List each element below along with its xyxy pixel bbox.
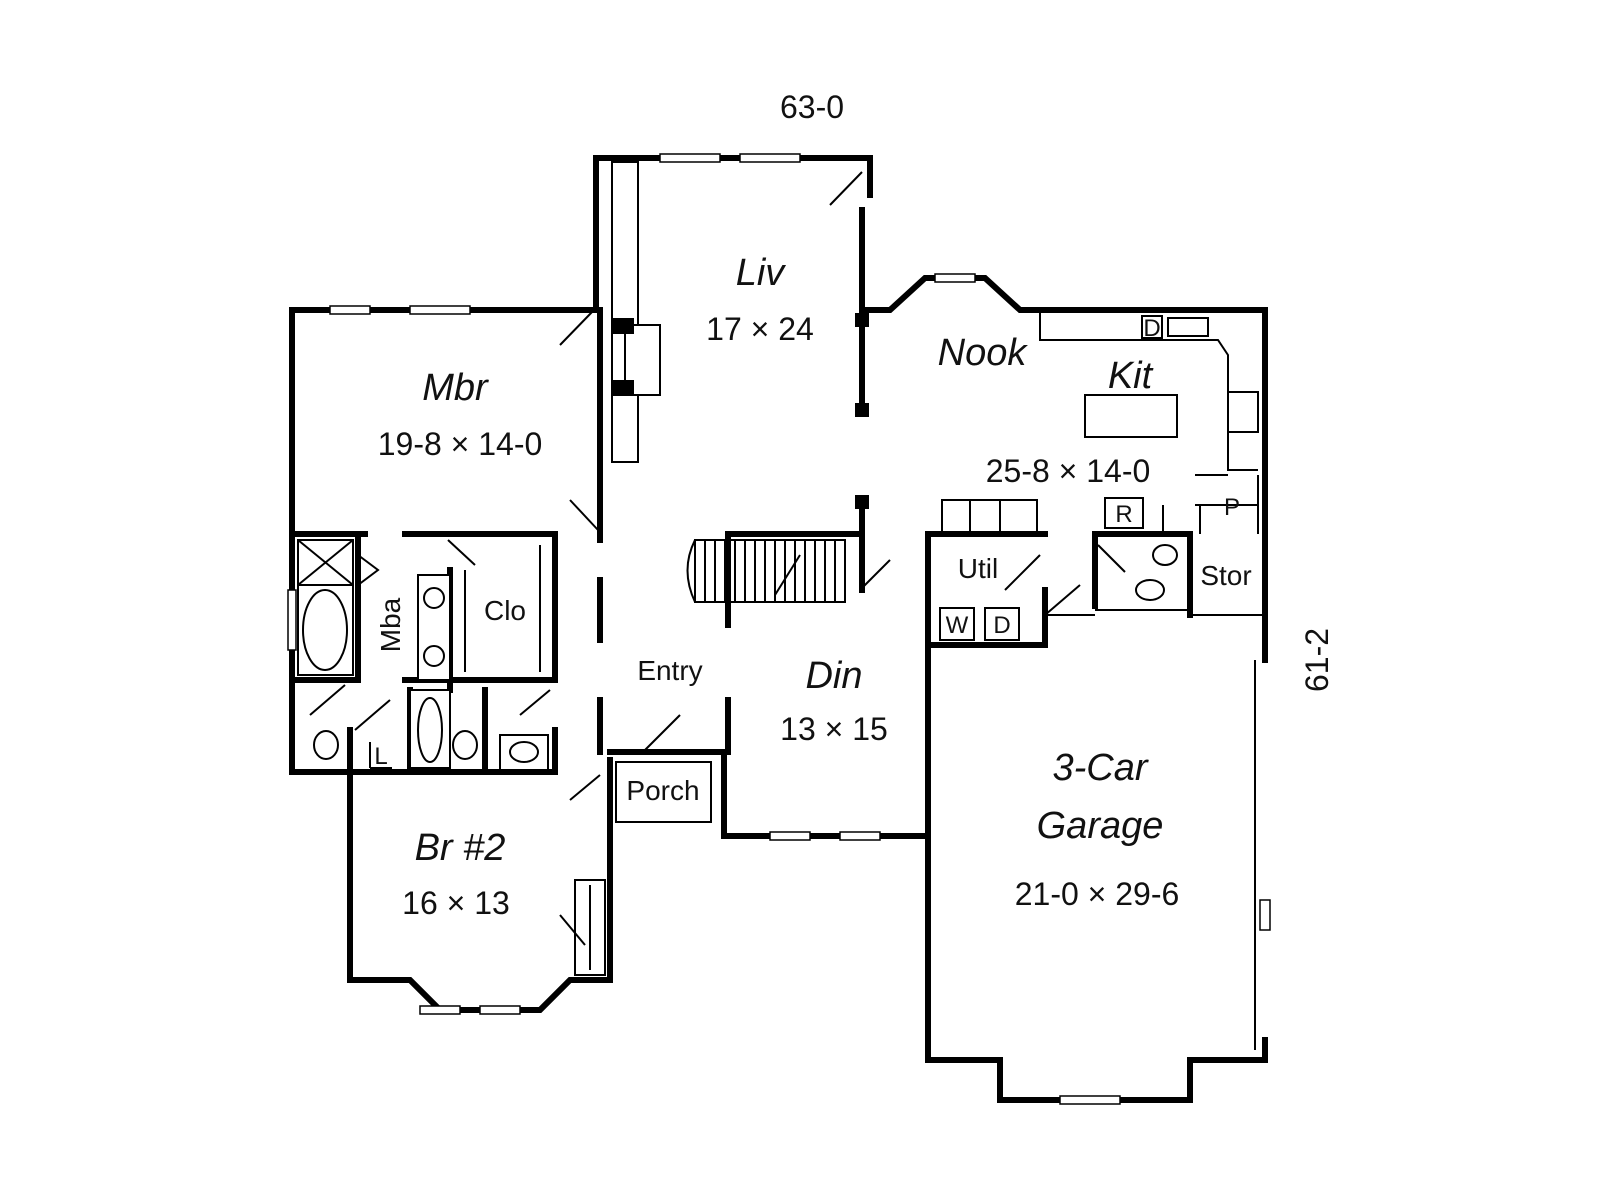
overall-width-label: 63-0 (780, 89, 844, 125)
mbr-size: 19-8 × 14-0 (378, 426, 543, 462)
util-name: Util (958, 553, 998, 584)
kit-size: 25-8 × 14-0 (986, 453, 1151, 489)
garage-name-1: 3-Car (1052, 747, 1148, 789)
stor-name: Stor (1200, 560, 1251, 591)
liv-size: 17 × 24 (706, 311, 814, 347)
linen-label: L (374, 743, 387, 770)
pantry-label: P (1224, 494, 1240, 521)
garage-size: 21-0 × 29-6 (1015, 876, 1180, 912)
nook-name: Nook (938, 332, 1029, 374)
clo-name: Clo (484, 595, 526, 626)
mbr-name: Mbr (422, 367, 489, 409)
entry-name: Entry (637, 655, 702, 686)
mba-name: Mba (375, 597, 406, 652)
washer-label: W (946, 612, 969, 639)
labels: 63-0 61-2 Liv 17 × 24 Nook Kit 25-8 × 14… (374, 89, 1335, 921)
dishwasher-label: D (1143, 315, 1160, 342)
kit-name: Kit (1108, 355, 1154, 397)
porch-name: Porch (626, 775, 699, 806)
door-swings (309, 171, 1126, 946)
garage-name-2: Garage (1037, 805, 1164, 847)
bath-fixtures (297, 539, 606, 976)
staircase (686, 539, 846, 603)
interior-walls (289, 161, 1265, 1050)
porch-box (615, 761, 712, 823)
refrigerator-label: R (1115, 501, 1132, 528)
br2-size: 16 × 13 (402, 885, 510, 921)
br2-name: Br #2 (415, 827, 506, 869)
liv-name: Liv (736, 252, 787, 294)
windows (287, 153, 1271, 1105)
din-name: Din (805, 655, 862, 697)
din-size: 13 × 15 (780, 711, 888, 747)
overall-depth-label: 61-2 (1299, 628, 1335, 692)
dryer-label: D (993, 612, 1010, 639)
kitchen-fixtures (939, 312, 1259, 641)
